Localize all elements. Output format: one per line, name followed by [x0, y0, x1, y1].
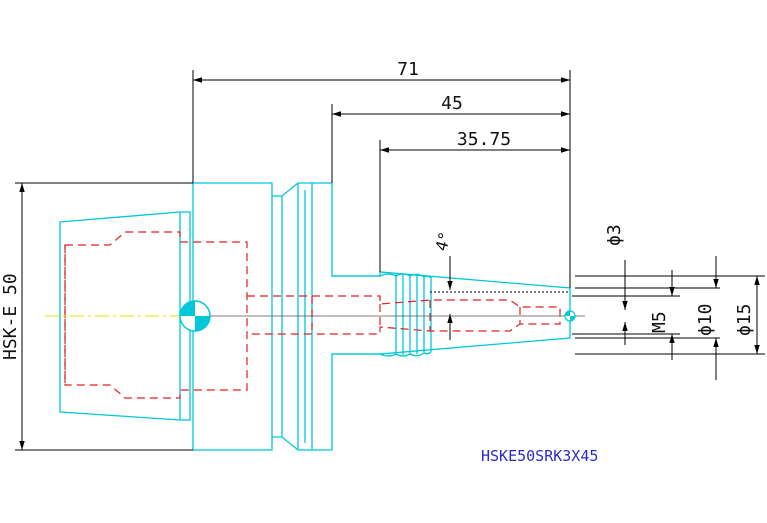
- dim-shank-length: 45: [441, 93, 463, 114]
- dim-body-diameter: ϕ15: [734, 303, 755, 336]
- dim-thread: M5: [649, 311, 670, 333]
- tip-center-mark-icon: [564, 310, 576, 322]
- flange-outline: [192, 182, 571, 451]
- center-mark-icon: [179, 300, 211, 332]
- dimension-labels: 71 45 35.75 4° ϕ3 M5 ϕ10 ϕ15 HSK-E 50: [0, 59, 755, 360]
- dim-overall-length: 71: [397, 59, 419, 80]
- dim-interface: HSK-E 50: [0, 273, 21, 360]
- dim-taper-length: 35.75: [457, 129, 511, 150]
- hidden-lines: [64, 231, 561, 399]
- hsk-inner-cavity: [64, 231, 248, 399]
- dimension-lines: [15, 70, 765, 451]
- dim-taper-angle: 4°: [432, 230, 455, 254]
- part-outline: [59, 182, 571, 451]
- coolant-bore: [247, 295, 561, 335]
- dim-inner-bore: ϕ3: [604, 224, 625, 246]
- dim-tip-diameter: ϕ10: [695, 303, 716, 336]
- part-number-label: HSKE50SRK3X45: [481, 447, 598, 465]
